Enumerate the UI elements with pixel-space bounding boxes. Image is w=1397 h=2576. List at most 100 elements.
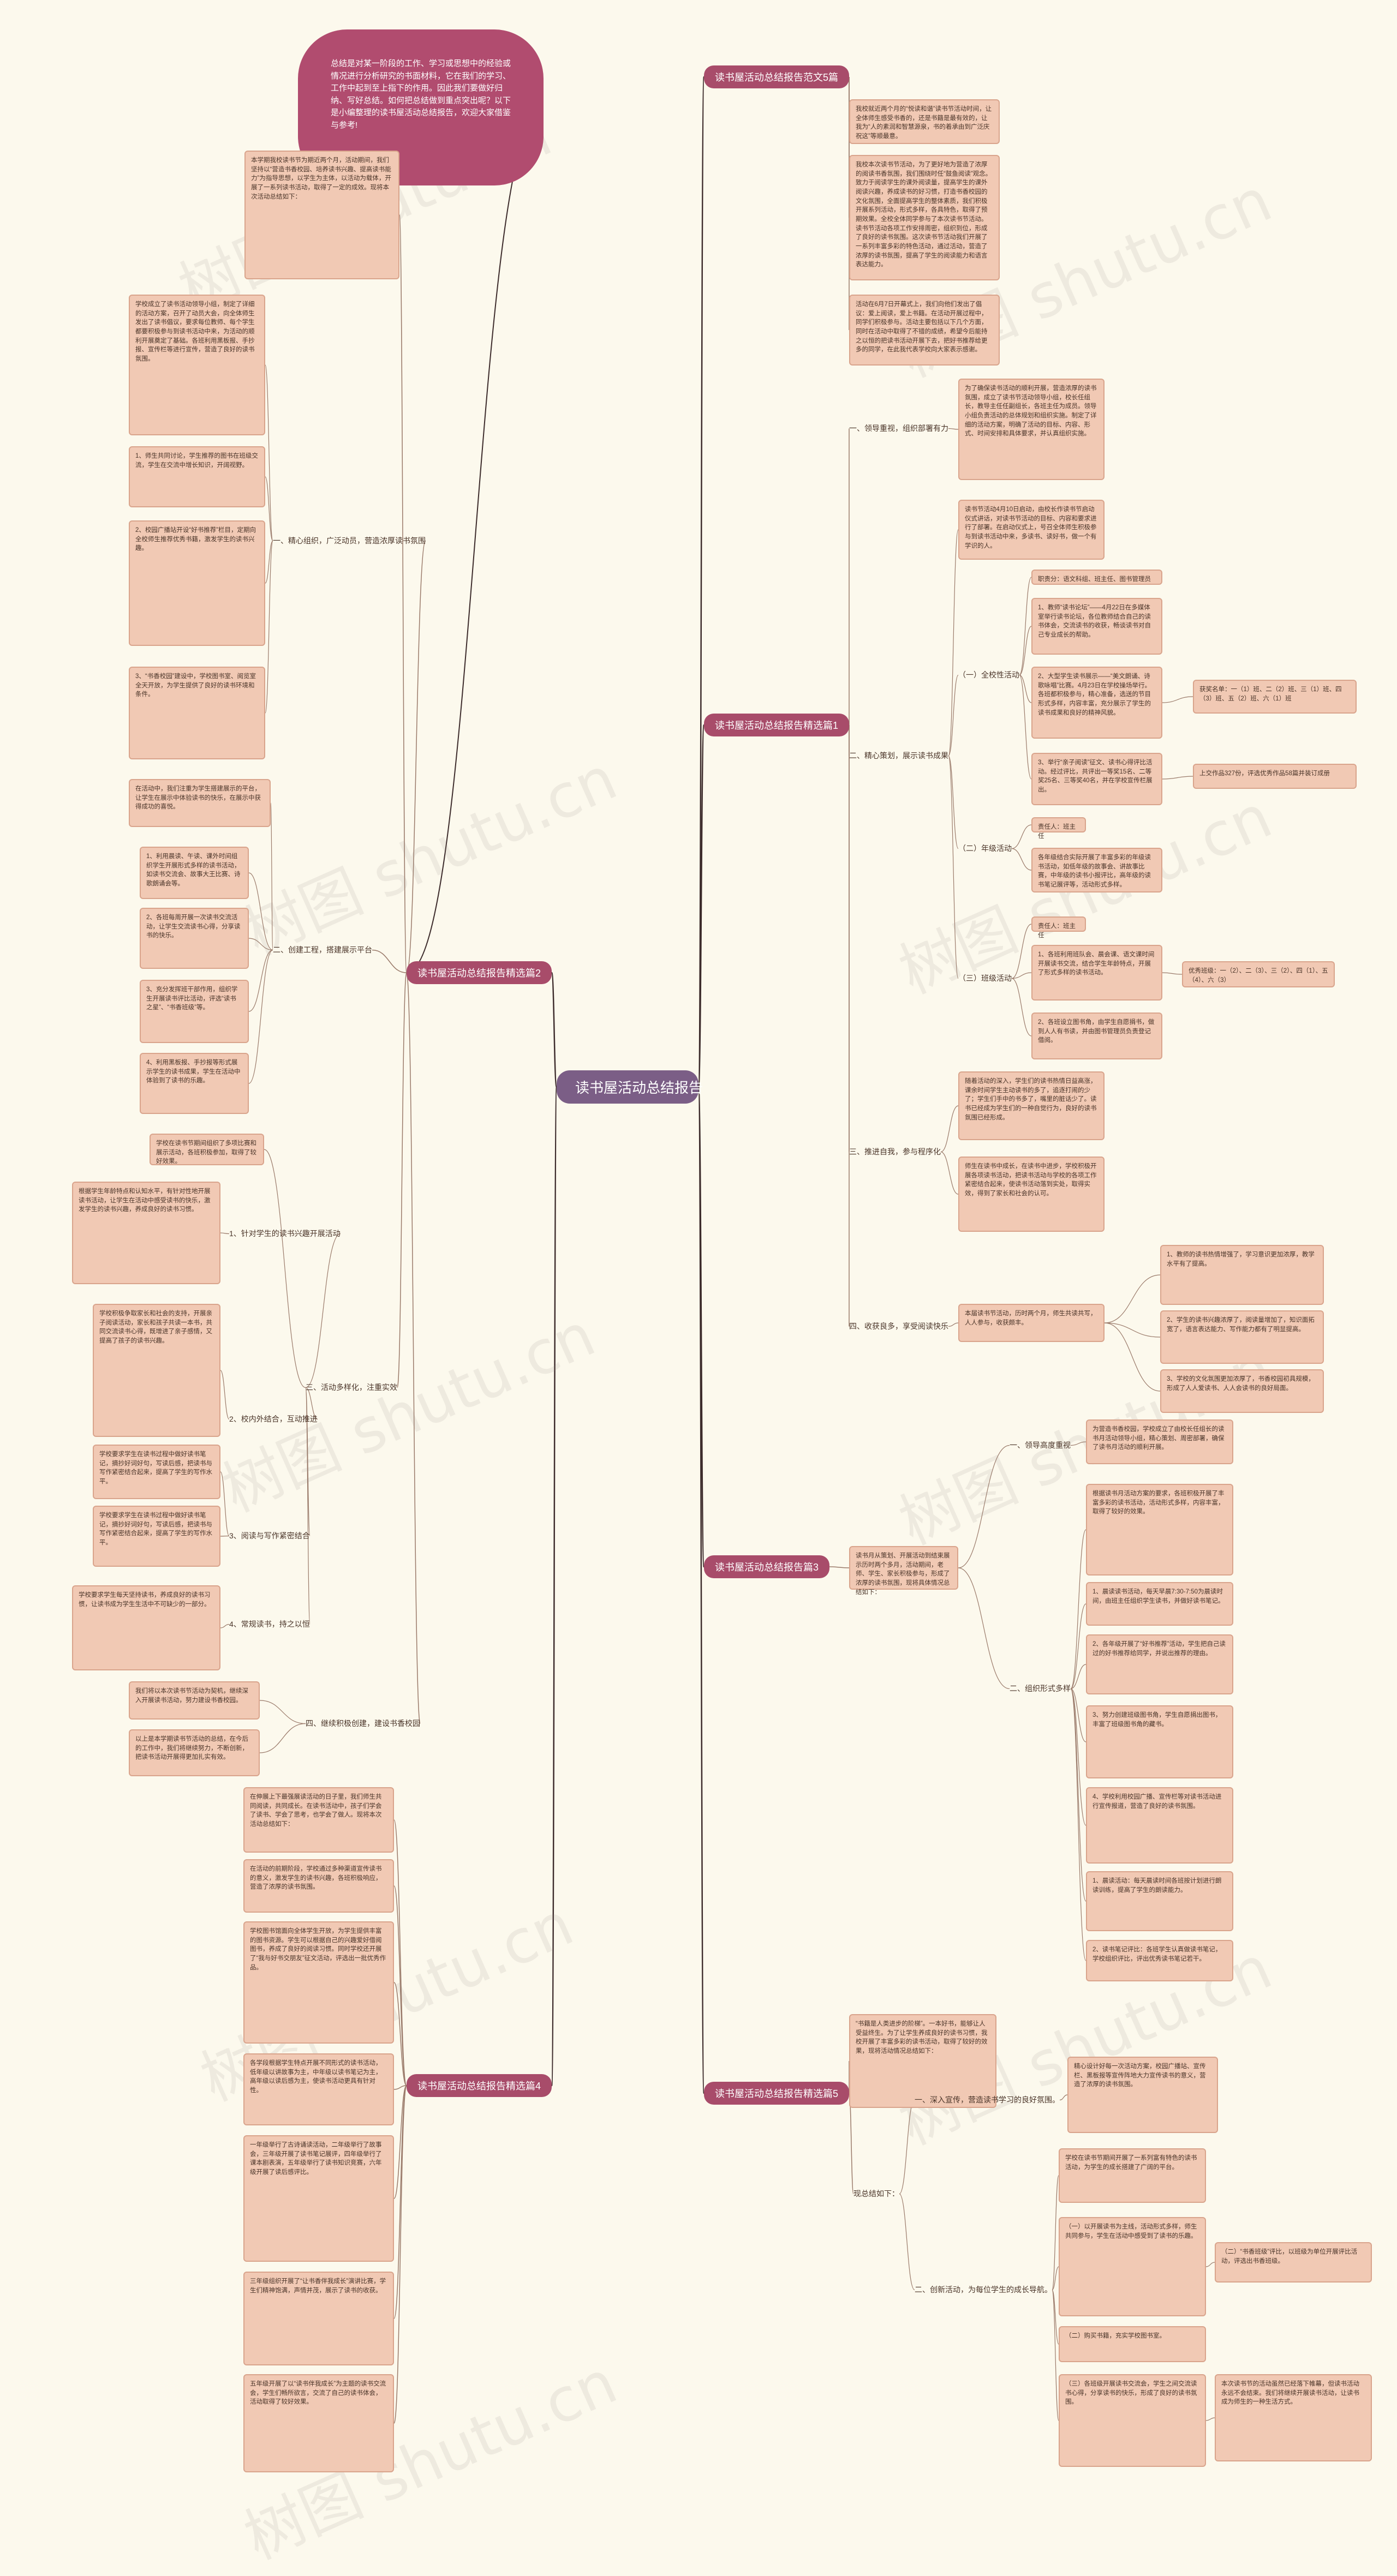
p2-section-1-d: 3、“书香校园”建设中，学校图书室、阅览室全天开放，为学生提供了良好的读书环境和… bbox=[129, 667, 265, 759]
p5-section-2-e: 本次读书节的活动虽然已经落下帷幕，但读书活动永远不会结束。我们将继续开展读书活动… bbox=[1215, 2374, 1372, 2461]
p1-sub-2[interactable]: （二）年级活动 bbox=[958, 844, 1012, 853]
p3-section-3-b: 2、读书笔记评比：各班学生认真做读书笔记，学校组织评比，评出优秀读书笔记若干。 bbox=[1086, 1940, 1233, 1981]
connector bbox=[1011, 924, 1032, 979]
connector bbox=[406, 972, 421, 1724]
connector bbox=[697, 724, 705, 1088]
branch-p1[interactable]: 读书屋活动总结报告精选篇1 bbox=[704, 714, 850, 736]
p1-section-3[interactable]: 三、推进自我，参与程序化 bbox=[849, 1147, 941, 1156]
connector bbox=[1011, 824, 1032, 849]
branch-p4[interactable]: 读书屋活动总结报告精选篇4 bbox=[407, 2074, 552, 2097]
connector bbox=[1052, 2289, 1059, 2421]
fanwen-para-3: 活动在6月7日开幕式上，我们向他们发出了倡议：爱上阅读，爱上书籍。在活动开展过程… bbox=[849, 295, 1000, 366]
branch-p3[interactable]: 读书屋活动总结报告篇3 bbox=[704, 1555, 830, 1578]
connector bbox=[551, 972, 558, 1088]
connector bbox=[265, 540, 273, 714]
p2-section-1[interactable]: 一、精心组织，广泛动员，营造浓厚读书氛围 bbox=[273, 536, 426, 545]
p1-section-2-intro: 读书节活动4月10日启动，由校长作读书节启动仪式讲话，对读书节活动的目标、内容和… bbox=[958, 500, 1105, 560]
p1-section-1[interactable]: 一、领导重视，组织部署有力 bbox=[849, 424, 948, 433]
connector bbox=[948, 428, 959, 430]
connector bbox=[948, 755, 959, 979]
mindmap-connectors bbox=[220, 76, 1215, 2424]
connector bbox=[1019, 674, 1032, 780]
p2-s3-item-3[interactable]: 3、阅读与写作紧密结合 bbox=[229, 1531, 310, 1540]
p2-s3-item-3-text: 学校要求学生在读书过程中做好读书笔记，摘抄好词好句，写读后感，把读书与写作紧密结… bbox=[93, 1445, 220, 1499]
p2-s3-item-4[interactable]: 4、常规读书，持之以恒 bbox=[229, 1620, 310, 1628]
p1-sub-1-item-2: 2、大型学生读书展示——“美文朗诵、诗歌咏唱”比赛。4月23日在学校操场举行。各… bbox=[1031, 667, 1162, 739]
connector bbox=[305, 1233, 341, 1388]
p5-section-2-d: （三）各班级开展读书交流会，学生之间交流读书心得，分享读书的快乐，形成了良好的读… bbox=[1059, 2374, 1206, 2467]
connector bbox=[270, 802, 273, 951]
connector bbox=[220, 1370, 230, 1420]
p1-sub-3[interactable]: （三）班级活动 bbox=[958, 974, 1012, 983]
p1-section-4-intro: 本届读书节活动，历时两个月，师生共读共写，人人参与，收获颇丰。 bbox=[958, 1304, 1105, 1342]
p2-section-2-item-3: 3、充分发挥班干部作用，组织学生开展读书评比活动，评选“读书之星”、“书香班级”… bbox=[140, 980, 249, 1043]
p1-sub-1[interactable]: （一）全校性活动 bbox=[958, 670, 1019, 679]
p4-para-g: 五年级开展了以“读书伴我成长”为主题的读书交流会，学生们畅所欲言，交流了自己的读… bbox=[243, 2374, 394, 2472]
branch-p2[interactable]: 读书屋活动总结报告精选篇2 bbox=[407, 961, 552, 984]
connector bbox=[220, 1535, 230, 1537]
p1-section-4[interactable]: 四、收获良多，享受阅读快乐 bbox=[849, 1322, 948, 1331]
p1-sub-2-head: 责任人：班主任 bbox=[1031, 817, 1086, 840]
p1-sub-3-head: 责任人：班主任 bbox=[1031, 916, 1086, 939]
p2-s3-item-2-text: 学校积极争取家长和社会的支持，开展亲子阅读活动，家长和孩子共读一本书，共同交流读… bbox=[93, 1304, 220, 1437]
p3-section-2-item-3: 3、努力创建班级图书角，学生自愿捐出图书，丰富了班级图书角的藏书。 bbox=[1086, 1705, 1233, 1778]
connector bbox=[406, 107, 544, 973]
p2-section-3-intro: 学校在读书节期间组织了多项比赛和展示活动，各班积极参加，取得了较好效果。 bbox=[150, 1134, 264, 1165]
connector bbox=[1070, 1603, 1086, 1690]
p2-section-3[interactable]: 三、活动多样化，注重实效 bbox=[306, 1383, 397, 1392]
connector bbox=[1052, 2289, 1059, 2345]
connector bbox=[1070, 1688, 1086, 1902]
connector bbox=[393, 2085, 407, 2199]
p5-section-1-text: 精心设计好每一次活动方案，校园广播站、宣传栏、黑板报等宣传阵地大力宣传读书的意义… bbox=[1067, 2057, 1218, 2133]
p3-section-1[interactable]: 一、领导高度重视 bbox=[1010, 1441, 1071, 1449]
connector bbox=[1070, 1664, 1086, 1690]
connector bbox=[1059, 2094, 1068, 2101]
p2-section-1-a: 学校成立了读书活动领导小组，制定了详细的活动方案，召开了动员大会，向全体师生发出… bbox=[129, 295, 265, 435]
p1-sub-1-head: 职责分：语文科组、班主任、图书管理员 bbox=[1031, 570, 1162, 585]
p1-section-3-a: 随着活动的深入，学生们的读书热情日益高涨，课余时间学生主动读书的多了，追逐打闹的… bbox=[958, 1071, 1105, 1140]
p4-para-f: 三年级组织开展了“让书香伴我成长”演讲比赛，学生们精神饱满，声情并茂，展示了读书… bbox=[243, 2272, 394, 2365]
mindmap-root[interactable]: 读书屋活动总结报告 bbox=[557, 1070, 703, 1104]
branch-fanwen[interactable]: 读书屋活动总结报告范文5篇 bbox=[704, 65, 850, 88]
connector bbox=[1162, 776, 1193, 780]
p3-section-2-intro: 根据读书月活动方案的要求，各班积极开展了丰富多彩的读书活动，活动形式多样，内容丰… bbox=[1086, 1484, 1233, 1575]
connector bbox=[1104, 1274, 1161, 1323]
fanwen-para-2: 我校本次读书节活动，为了更好地为营造了浓厚的阅读书香氛围，我们围绕时任“鼓鱼阅读… bbox=[849, 155, 1000, 280]
connector bbox=[1104, 1322, 1161, 1392]
p2-section-2[interactable]: 二、创建工程，搭建展示平台 bbox=[273, 945, 372, 954]
p3-intro: 读书月从策划、开展活动到结束展示历时两个多月，活动期间，老师、学生、家长积极参与… bbox=[849, 1546, 958, 1596]
p2-s3-item-4-text: 学校要求学生每天坚持读书，养成良好的读书习惯，让读书成为学生生活中不可缺少的一部… bbox=[72, 1585, 220, 1670]
connector bbox=[305, 1387, 318, 1420]
connector bbox=[1052, 2266, 1059, 2291]
p3-section-2[interactable]: 二、组织形式多样 bbox=[1010, 1684, 1071, 1693]
p2-s3-item-2[interactable]: 2、校内外结合，互动推进 bbox=[229, 1415, 318, 1423]
connector bbox=[1070, 1529, 1086, 1690]
p2-section-4[interactable]: 四、继续积极创建，建设书香校园 bbox=[306, 1719, 420, 1728]
connector bbox=[948, 674, 959, 757]
connector bbox=[265, 364, 273, 542]
connector bbox=[265, 476, 273, 542]
p1-section-1-text: 为了确保读书活动的顺利开展，营造浓厚的读书氛围，成立了读书节活动领导小组，校长任… bbox=[958, 379, 1105, 480]
p5-section-1[interactable]: 一、深入宣传，营造读书学习的良好氛围。 bbox=[915, 2095, 1060, 2104]
connector bbox=[940, 1105, 959, 1153]
p1-sub-1-note-1: 获奖名单：一（1）班、二（2）班、三（1）班、四（3）班、五（2）班、六（1）班 bbox=[1193, 680, 1357, 714]
branch-p5[interactable]: 读书屋活动总结报告精选篇5 bbox=[704, 2082, 850, 2105]
p1-section-2[interactable]: 二、精心策划，展示读书成果 bbox=[849, 751, 948, 760]
connector bbox=[406, 540, 426, 973]
connector bbox=[948, 1322, 959, 1327]
p2-section-2-intro: 在活动中，我们注重为学生搭建展示的平台，让学生在展示中体验读书的快乐，在展示中获… bbox=[129, 779, 271, 827]
connector bbox=[1162, 972, 1183, 975]
p2-s3-item-1[interactable]: 1、针对学生的读书兴趣开展活动 bbox=[229, 1229, 341, 1238]
p2-section-4-a: 我们将以本次读书节活动为契机，继续深入开展读书活动，努力建设书香校园。 bbox=[129, 1681, 260, 1720]
p5-section-2[interactable]: 二、创新活动，为每位学生的成长导航。 bbox=[915, 2285, 1052, 2294]
connector bbox=[1070, 1688, 1086, 1826]
p1-sub-3-item-1: 1、各班利用班队会、晨会课、语文课时间开展读书交流，结合学生年龄特点，开展了形式… bbox=[1031, 945, 1162, 1001]
p2-section-2-item-1: 1、利用晨读、午读、课外时间组织学生开展形式多样的读书活动，如读书交流会、故事大… bbox=[140, 847, 249, 899]
p1-sub-2-text: 各年级结合实际开展了丰富多彩的年级读书活动，如低年级的故事会、讲故事比赛，中年级… bbox=[1031, 848, 1162, 892]
connector bbox=[220, 1624, 230, 1628]
p5-label[interactable]: 现总结如下： bbox=[853, 2189, 899, 2198]
connector bbox=[948, 529, 959, 757]
connector bbox=[958, 1567, 1010, 1690]
p2-section-2-item-4: 4、利用黑板报、手抄报等形式展示学生的读书成果，学生在活动中体验到了读书的乐趣。 bbox=[140, 1053, 249, 1114]
p5-section-2-a: 学校在读书节期间开展了一系列富有特色的读书活动，为学生的成长搭建了广阔的平台。 bbox=[1059, 2148, 1206, 2203]
